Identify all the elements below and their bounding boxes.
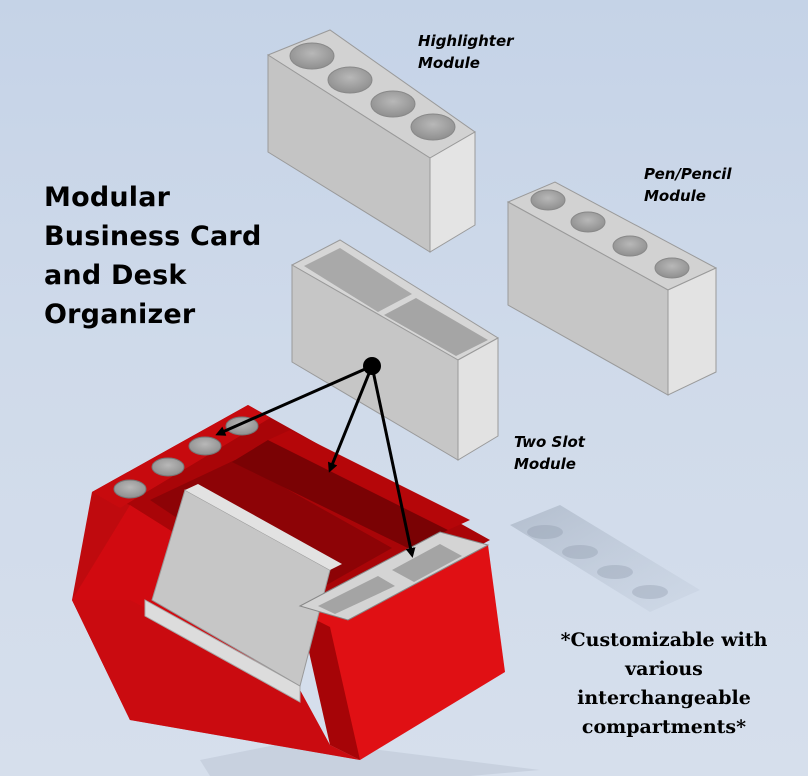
highlighter-module-label: Highlighter Module	[418, 30, 514, 74]
note-line: various	[625, 658, 703, 680]
customization-note: *Customizable with various interchangeab…	[520, 626, 808, 742]
label-line: Module	[644, 187, 706, 205]
label-line: Two Slot	[514, 433, 585, 451]
page-title: Modular Business Card and Desk Organizer	[44, 178, 261, 334]
module-arrows	[215, 357, 416, 558]
title-line: Business Card	[44, 221, 262, 252]
two-slot-module	[290, 239, 499, 461]
pen-pencil-module	[506, 181, 718, 396]
label-line: Pen/Pencil	[644, 165, 732, 183]
floor-shadow	[200, 505, 700, 776]
arrow-to-two-slot-area	[327, 365, 374, 473]
highlighter-module	[266, 29, 476, 253]
title-line: Organizer	[44, 299, 196, 330]
note-line: interchangeable	[577, 687, 751, 709]
label-line: Highlighter	[418, 32, 514, 50]
arrow-to-highlighter-slot	[215, 364, 373, 436]
note-line: compartments*	[581, 716, 747, 738]
organizer-base	[72, 405, 505, 760]
label-line: Module	[514, 455, 576, 473]
title-line: Modular	[44, 182, 171, 213]
arrow-to-pen-slot	[370, 365, 416, 558]
two-slot-module-label: Two Slot Module	[514, 431, 585, 475]
title-line: and Desk	[44, 260, 187, 291]
pen-pencil-module-label: Pen/Pencil Module	[644, 163, 732, 207]
label-line: Module	[418, 54, 480, 72]
note-line: *Customizable with	[560, 629, 768, 651]
